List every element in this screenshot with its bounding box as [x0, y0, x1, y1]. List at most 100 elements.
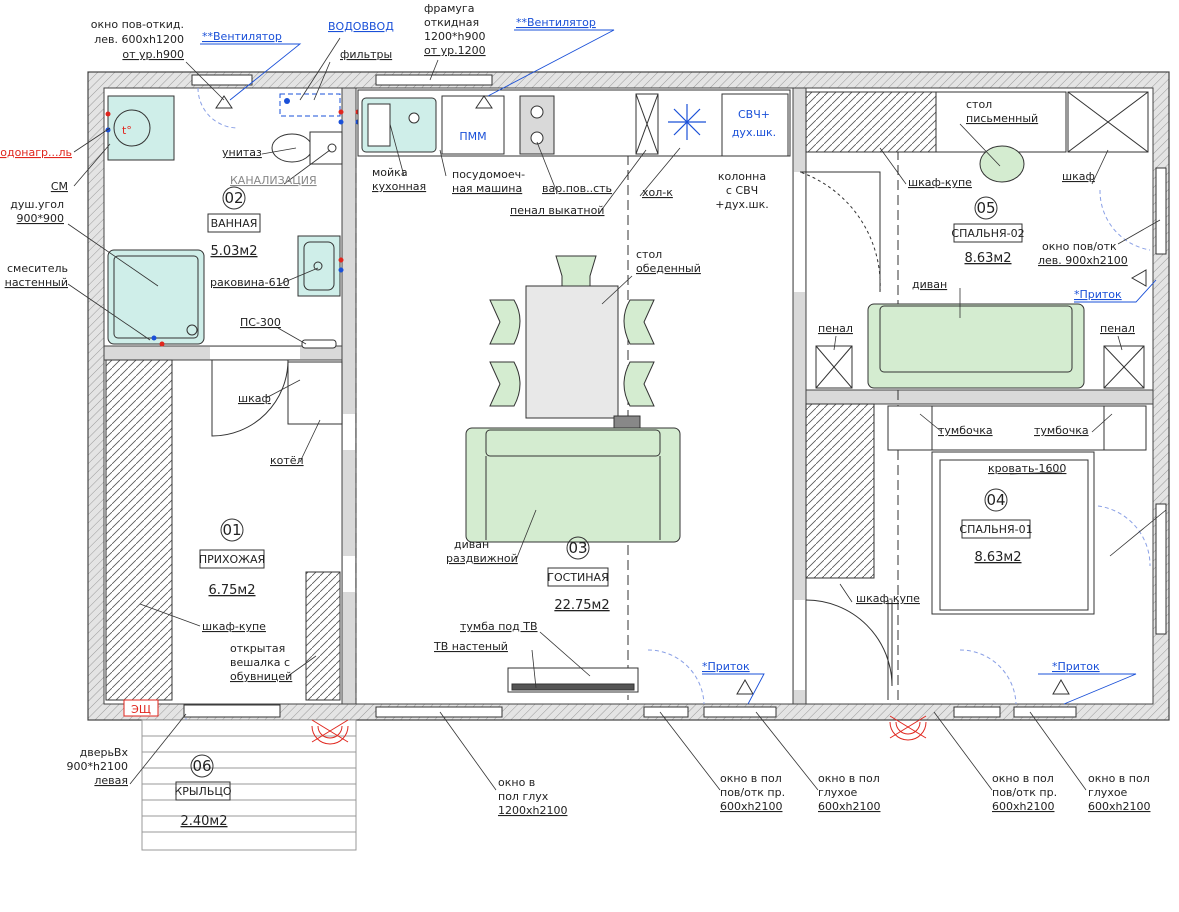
label-window-bath-3: от ур.h900	[122, 48, 184, 61]
room-02: 02 ВАННАЯ 5.03м2	[207, 186, 261, 259]
room-labels: 01 ПРИХОЖАЯ 6.75м2 02 ВАННАЯ 5.03м2 03 Г…	[174, 186, 1033, 829]
entrance-arcs	[311, 715, 927, 745]
bedroom2-furniture	[805, 91, 1149, 389]
label-mixer-2: настенный	[5, 276, 68, 289]
door-swings	[211, 171, 893, 700]
label-win-living-3: 1200xh2100	[498, 804, 567, 817]
room-01: 01 ПРИХОЖАЯ 6.75м2	[199, 518, 265, 598]
label-win-s1b-1: окно в пол	[1088, 772, 1150, 785]
label-sewer: КАНАЛИЗАЦИЯ	[230, 174, 317, 187]
oven-icon-2: дух.шк.	[732, 126, 776, 139]
label-filters: фильтры	[340, 48, 392, 61]
label-sofa-s2: диван	[912, 278, 947, 291]
label-closet-s1: шкаф-купе	[856, 592, 920, 605]
label-fridge: хол-к	[642, 186, 673, 199]
label-table-1: стол	[636, 248, 662, 261]
label-framuga-1: фрамуга	[424, 2, 474, 15]
room-03-area: 22.75м2	[554, 598, 609, 613]
room-05-num: 05	[976, 199, 995, 217]
label-water-heater: водонагр...ль	[0, 146, 72, 159]
room-06: 06 КРЫЛЬЦО 2.40м2	[174, 754, 232, 829]
label-sofa-2: раздвижной	[446, 552, 518, 565]
label-hanger-3: обувницей	[230, 670, 292, 683]
room-02-num: 02	[224, 189, 243, 207]
label-oven-col-2: с СВЧ	[726, 184, 758, 197]
label-hanger-2: вешалка с	[230, 656, 290, 669]
room-06-area: 2.40м2	[180, 814, 227, 829]
label-win-s1a-3: 600xh2100	[992, 800, 1054, 813]
label-win-k2-1: окно в пол	[818, 772, 880, 785]
label-oven-col-3: +дух.шк.	[715, 198, 769, 211]
kitchen-counter	[357, 89, 791, 157]
label-table-2: обеденный	[636, 262, 701, 275]
room-04-area: 8.63м2	[974, 550, 1021, 565]
label-vent-1: **Вентилятор	[202, 30, 282, 43]
label-closet-s2: шкаф-купе	[908, 176, 972, 189]
label-win-k2-2: глухое	[818, 786, 858, 799]
bathroom-fixtures	[107, 95, 343, 349]
dining-chairs	[489, 255, 655, 407]
label-penal-pull: пенал выкатной	[510, 204, 604, 217]
label-dishwasher-1: посудомоеч-	[452, 168, 525, 181]
room-05-area: 8.63м2	[964, 251, 1011, 266]
label-tv-stand: тумба под ТВ	[460, 620, 538, 633]
room-01-num: 01	[222, 521, 241, 539]
room-01-area: 6.75м2	[208, 583, 255, 598]
room-03-num: 03	[568, 539, 587, 557]
label-win-s1b-2: глухое	[1088, 786, 1128, 799]
label-mixer-1: смеситель	[7, 262, 68, 275]
label-tv-wall: ТВ настеный	[433, 640, 508, 653]
label-door-1: дверьВх	[80, 746, 129, 759]
label-toilet: унитаз	[222, 146, 262, 159]
label-win-s1b-3: 600xh2100	[1088, 800, 1150, 813]
room-04-name: СПАЛЬНЯ-01	[959, 523, 1032, 536]
label-bed: кровать-1600	[988, 462, 1066, 475]
label-hob: вар.пов..сть	[542, 182, 612, 195]
room-03-name: ГОСТИНАЯ	[547, 571, 608, 584]
room-01-name: ПРИХОЖАЯ	[199, 553, 265, 566]
eshch-box	[123, 699, 159, 717]
label-nightstand-r: тумбочка	[1034, 424, 1089, 437]
hall-closets	[105, 359, 343, 701]
label-desk-1: стол	[966, 98, 992, 111]
dishwasher-icon: ПММ	[459, 130, 486, 143]
room-03: 03 ГОСТИНАЯ 22.75м2	[547, 536, 610, 613]
label-wardrobe-hall: шкаф	[238, 392, 271, 405]
blue-leaders	[200, 29, 1157, 705]
label-sofa-1: диван	[454, 538, 489, 551]
svg-text:t°: t°	[122, 124, 132, 137]
label-framuga-2: откидная	[424, 16, 479, 29]
label-wardrobe-s2: шкаф	[1062, 170, 1095, 183]
oven-icon-1: СВЧ+	[738, 108, 770, 121]
label-dishwasher-2: ная машина	[452, 182, 522, 195]
label-sink-kitchen-1: мойка	[372, 166, 408, 179]
label-window-s2-2: лев. 900xh2100	[1038, 254, 1128, 267]
label-sink-bath: раковина-610	[210, 276, 290, 289]
label-ps: ПС-300	[240, 316, 281, 329]
label-win-living-2: пол глух	[498, 790, 549, 803]
label-nightstand-l: тумбочка	[938, 424, 993, 437]
room-04-num: 04	[986, 491, 1005, 509]
label-supply-2: *Приток	[702, 660, 750, 673]
label-closet-hall: шкаф-купе	[202, 620, 266, 633]
wall-openings	[210, 172, 805, 690]
label-win-k2-3: 600xh2100	[818, 800, 880, 813]
label-window-bath-2: лев. 600xh1200	[94, 33, 184, 46]
tv	[507, 667, 639, 693]
label-kotel: котёл	[270, 454, 304, 467]
label-win-k1-3: 600xh2100	[720, 800, 782, 813]
label-window-s2-1: окно пов/отк	[1042, 240, 1117, 253]
label-win-k1-2: пов/отк пр.	[720, 786, 785, 799]
label-penal-r: пенал	[1100, 322, 1135, 335]
room-06-name: КРЫЛЬЦО	[174, 785, 232, 798]
label-desk-2: письменный	[966, 112, 1038, 125]
label-eshch: ЭЩ	[131, 703, 151, 716]
room-05-name: СПАЛЬНЯ-02	[951, 227, 1024, 240]
label-washer: СМ	[51, 180, 68, 193]
label-supply-1: *Приток	[1074, 288, 1122, 301]
windows	[183, 74, 1167, 718]
label-shower-2: 900*900	[17, 212, 65, 225]
label-shower-1: душ.угол	[10, 198, 64, 211]
leader-lines	[67, 37, 1167, 791]
